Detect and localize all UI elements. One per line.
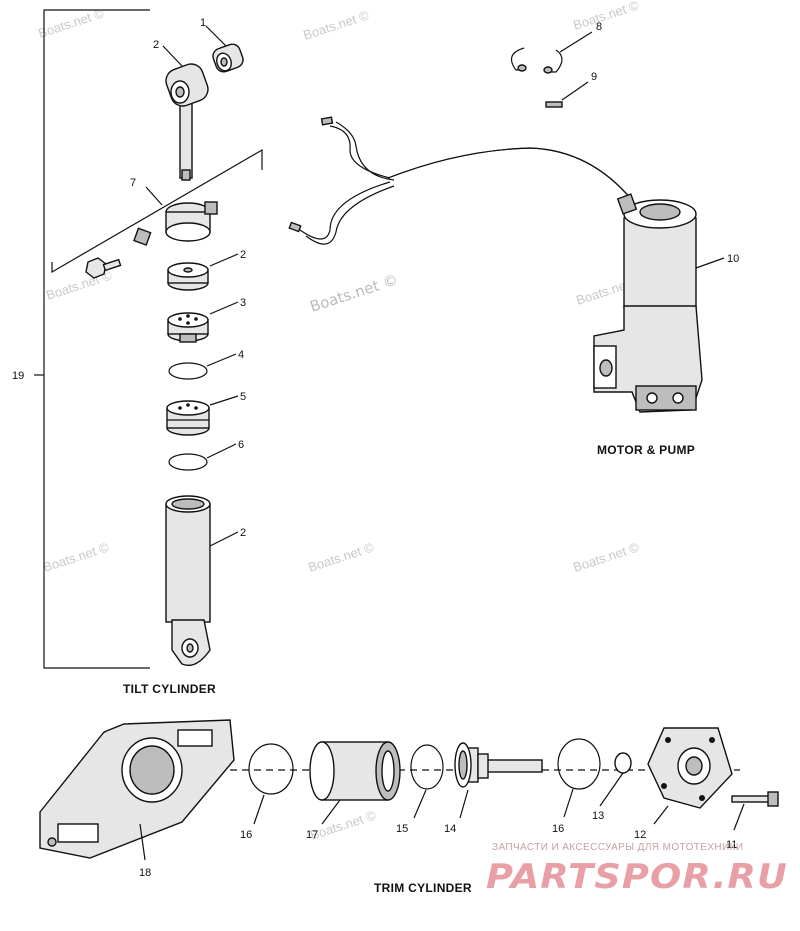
- callout-16: 16: [552, 823, 564, 835]
- watermark: Boats.net ©: [306, 539, 376, 574]
- tilt-cylinder-assembly: 1 2 7: [51, 17, 263, 667]
- callout-19: 19: [12, 370, 24, 382]
- trim-cylinder-assembly: 18 16 17 15 14: [39, 719, 779, 879]
- callout-13: 13: [592, 810, 604, 822]
- part-7-clamp: [165, 201, 218, 242]
- part-13-ball: [614, 752, 632, 774]
- callout-1: 1: [200, 17, 206, 29]
- callout-15: 15: [396, 823, 408, 835]
- brand-tagline: ЗАПЧАСТИ И АКСЕССУАРЫ ДЛЯ МОТОТЕХНИКИ: [492, 842, 743, 853]
- part-6-o-ring: [168, 453, 208, 471]
- callout-2: 2: [153, 39, 159, 51]
- watermark-layer: Boats.net © Boats.net © Boats.net © Boat…: [36, 0, 644, 843]
- caption-trim-cylinder: TRIM CYLINDER: [374, 881, 472, 895]
- part-4-o-ring: [168, 362, 208, 380]
- callout-16: 16: [240, 829, 252, 841]
- part-16-o-ring: [557, 738, 601, 790]
- callout-3: 3: [240, 297, 246, 309]
- part-2-rod-eye: [165, 63, 209, 181]
- motor-cable-harness: [288, 116, 633, 245]
- callout-14: 14: [444, 823, 456, 835]
- part-2-cylinder-body: [165, 495, 211, 667]
- caption-motor-pump: MOTOR & PUMP: [597, 443, 695, 457]
- part-3-piston: [167, 312, 209, 343]
- callout-4: 4: [238, 349, 244, 361]
- callout-7: 7: [130, 177, 136, 189]
- watermark: Boats.net ©: [36, 5, 106, 40]
- callout-17: 17: [306, 829, 318, 841]
- brand-watermark: ЗАПЧАСТИ И АКСЕССУАРЫ ДЛЯ МОТОТЕХНИКИ PA…: [486, 842, 788, 897]
- callout-2: 2: [240, 249, 246, 261]
- part-15-ring: [410, 744, 444, 790]
- callout-10: 10: [727, 253, 739, 265]
- callout-12: 12: [634, 829, 646, 841]
- callout-8: 8: [596, 21, 602, 33]
- watermark: Boats.net ©: [41, 539, 111, 574]
- part-5-piston: [166, 400, 210, 436]
- part-1-bushing: [212, 43, 244, 73]
- callout-2: 2: [240, 527, 246, 539]
- watermark: Boats.net ©: [571, 0, 641, 33]
- part-16-o-ring: [248, 743, 294, 795]
- part-11-bolt: [731, 791, 779, 807]
- part-9-screw: [545, 101, 563, 108]
- watermark: Boats.net ©: [308, 270, 401, 315]
- watermark: Boats.net ©: [308, 807, 378, 842]
- part-8-clips: [510, 47, 563, 74]
- part-12-end-cap: [647, 727, 733, 809]
- callout-18: 18: [139, 867, 151, 879]
- motor-pump-assembly: 8 9 10: [288, 21, 739, 413]
- part-2-cap: [167, 262, 209, 291]
- callout-9: 9: [591, 71, 597, 83]
- watermark: Boats.net ©: [571, 539, 641, 574]
- clamp-nut: [133, 227, 152, 246]
- part-18-housing: [39, 719, 235, 859]
- brand-logo: PARTSPOR.RU: [486, 857, 788, 897]
- part-17-sleeve: [309, 741, 401, 801]
- caption-tilt-cylinder: TILT CYLINDER: [123, 682, 216, 696]
- clamp-bolt: [85, 257, 122, 279]
- part-10-motor: [593, 193, 703, 413]
- watermark: Boats.net ©: [301, 7, 371, 42]
- callout-6: 6: [238, 439, 244, 451]
- callout-5: 5: [240, 391, 246, 403]
- tilt-group-bracket: 19: [12, 9, 150, 669]
- callout-11: 11: [726, 839, 737, 851]
- part-14-piston-rod: [454, 742, 543, 788]
